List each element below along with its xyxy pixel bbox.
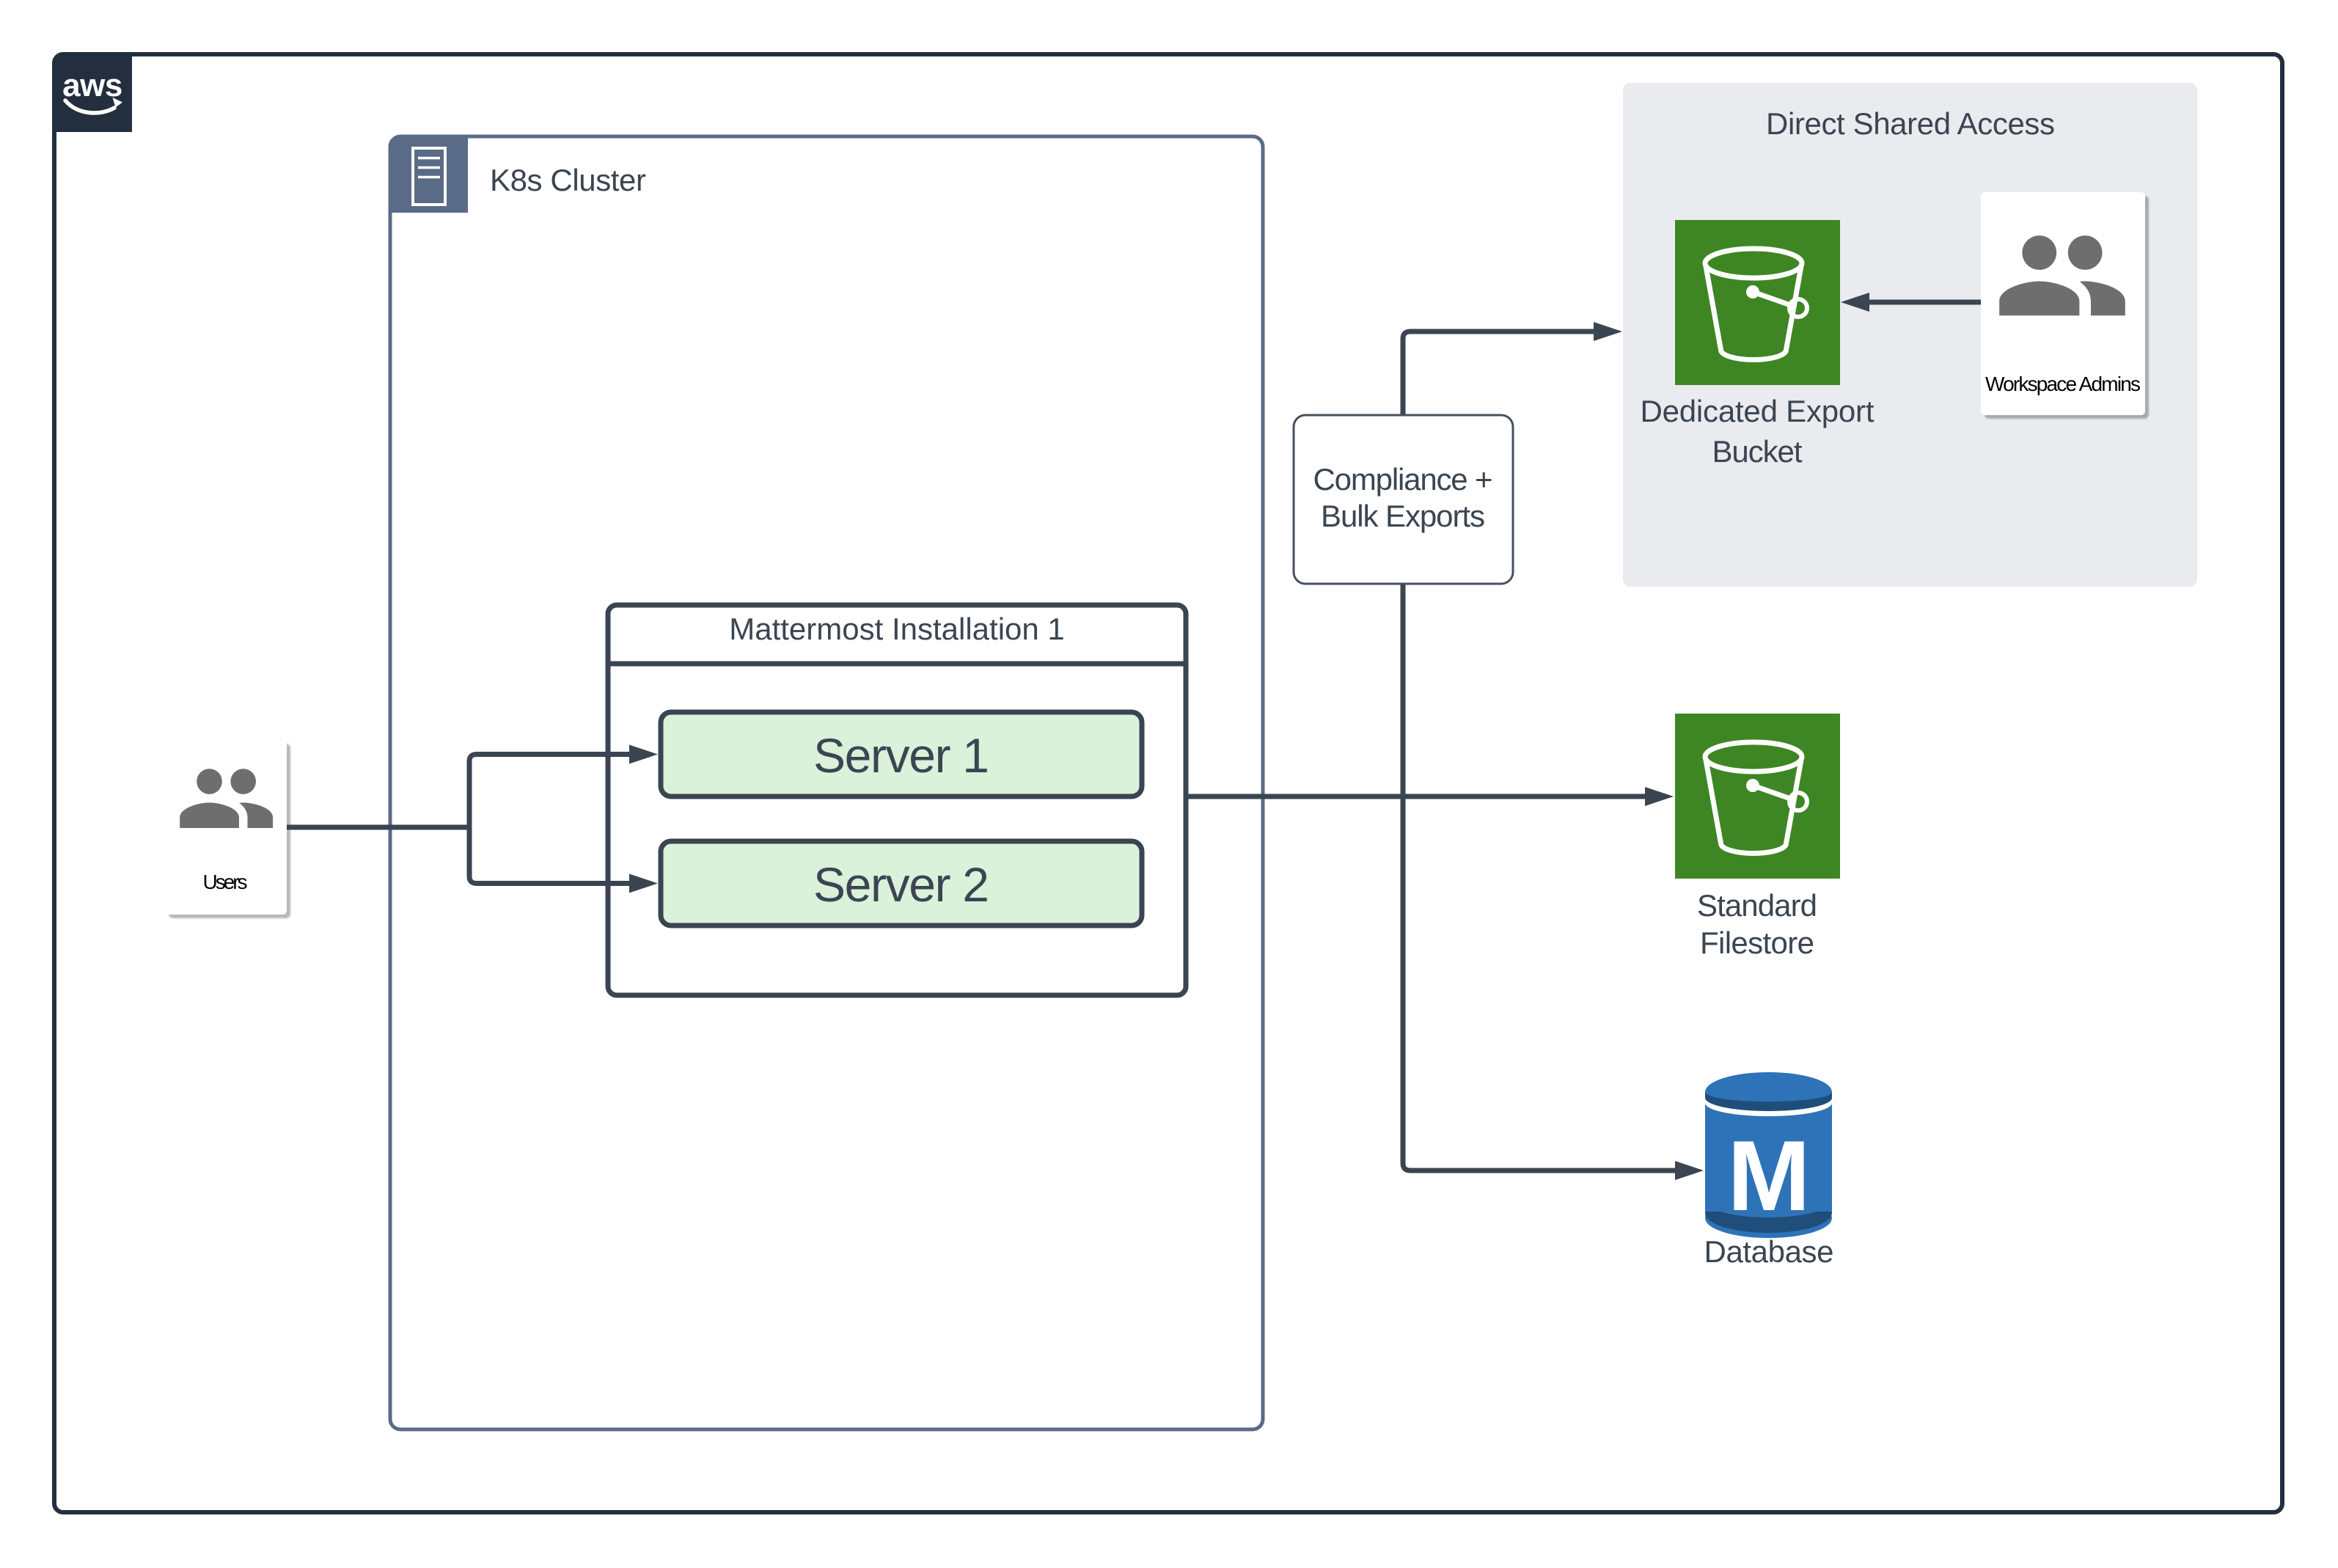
svg-text:Standard: Standard bbox=[1697, 888, 1817, 923]
svg-text:Dedicated Export: Dedicated Export bbox=[1641, 394, 1875, 428]
svg-text:Users: Users bbox=[203, 871, 248, 893]
svg-text:Database: Database bbox=[1704, 1234, 1834, 1269]
svg-text:K8s Cluster: K8s Cluster bbox=[490, 163, 646, 197]
svg-text:Bulk Exports: Bulk Exports bbox=[1321, 499, 1485, 533]
svg-text:Mattermost Installation 1: Mattermost Installation 1 bbox=[729, 612, 1065, 646]
svg-text:Direct Shared Access: Direct Shared Access bbox=[1766, 106, 2055, 141]
svg-text:aws: aws bbox=[62, 67, 122, 103]
svg-text:Filestore: Filestore bbox=[1700, 926, 1814, 960]
svg-text:Workspace Admins: Workspace Admins bbox=[1985, 373, 2141, 395]
svg-text:M: M bbox=[1727, 1120, 1810, 1231]
svg-text:Compliance +: Compliance + bbox=[1313, 462, 1493, 497]
svg-text:Server 1: Server 1 bbox=[813, 728, 989, 783]
svg-text:Bucket: Bucket bbox=[1712, 434, 1803, 469]
svg-text:Server 2: Server 2 bbox=[813, 857, 989, 912]
